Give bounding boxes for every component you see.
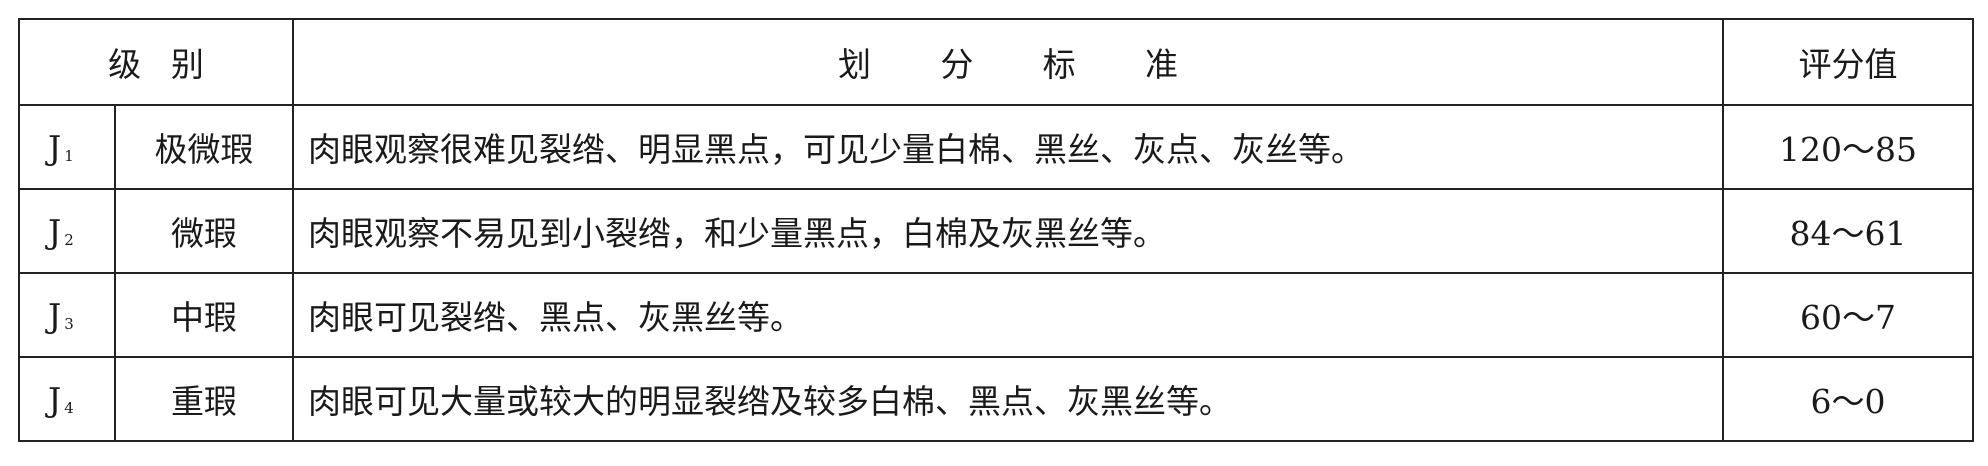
grade-name: 中瑕 xyxy=(114,272,294,358)
grade-criteria: 肉眼可见裂绺、黑点、灰黑丝等。 xyxy=(292,272,1724,358)
grade-code-subscript: 1 xyxy=(64,146,74,165)
grade-code-subscript: 3 xyxy=(64,314,74,333)
header-row: 级别 划分标准 评分值 xyxy=(18,18,1974,106)
grade-code-subscript: 2 xyxy=(64,230,74,249)
header-score: 评分值 xyxy=(1722,18,1974,106)
grade-code-subscript: 4 xyxy=(64,398,74,417)
grade-code-letter: J xyxy=(48,127,62,167)
grade-name: 极微瑕 xyxy=(114,104,294,190)
grade-code-letter: J xyxy=(48,211,62,251)
grade-criteria: 肉眼观察很难见裂绺、明显黑点，可见少量白棉、黑丝、灰点、灰丝等。 xyxy=(292,104,1724,190)
grade-code-letter: J xyxy=(48,379,62,419)
header-level: 级别 xyxy=(18,18,294,106)
grade-score: 6～0 xyxy=(1722,356,1974,442)
header-criteria: 划分标准 xyxy=(292,18,1724,106)
grade-score: 120～85 xyxy=(1722,104,1974,190)
grade-name: 重瑕 xyxy=(114,356,294,442)
grade-score: 60～7 xyxy=(1722,272,1974,358)
grade-score: 84～61 xyxy=(1722,188,1974,274)
grade-criteria: 肉眼可见大量或较大的明显裂绺及较多白棉、黑点、灰黑丝等。 xyxy=(292,356,1724,442)
grade-name: 微瑕 xyxy=(114,188,294,274)
grade-criteria: 肉眼观察不易见到小裂绺，和少量黑点，白棉及灰黑丝等。 xyxy=(292,188,1724,274)
grade-code-letter: J xyxy=(48,295,62,335)
